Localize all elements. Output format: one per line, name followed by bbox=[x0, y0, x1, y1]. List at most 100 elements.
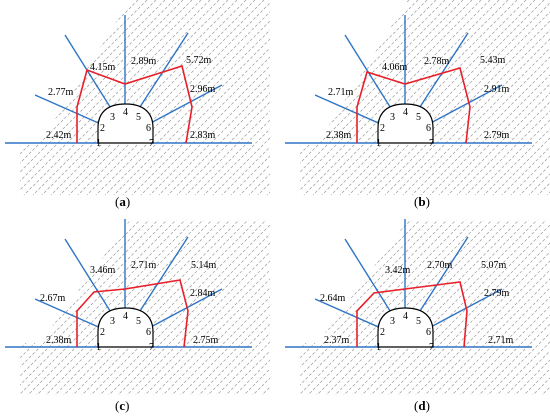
bolt-number-4: 4 bbox=[403, 311, 408, 322]
hatch-line bbox=[144, 220, 270, 395]
hatch-line bbox=[36, 0, 238, 195]
hatch-line bbox=[469, 220, 550, 395]
hatch-line bbox=[0, 204, 12, 404]
hatch-line bbox=[487, 220, 550, 395]
hatch-line bbox=[207, 220, 270, 395]
hatch-line bbox=[29, 0, 229, 200]
hatch-line bbox=[300, 0, 455, 195]
hatch-line bbox=[300, 220, 320, 395]
hatch-line bbox=[505, 0, 550, 195]
hatch-line bbox=[478, 0, 550, 195]
hatch-line bbox=[20, 0, 40, 195]
label-top: 2.89m bbox=[131, 56, 157, 67]
label-right-high: 5.14m bbox=[191, 260, 217, 271]
hatch-line bbox=[300, 0, 383, 195]
hatch-line bbox=[300, 0, 419, 195]
hatch-line bbox=[20, 220, 220, 395]
hatch-line bbox=[74, 204, 274, 404]
hatch-line bbox=[20, 220, 49, 395]
hatch-line bbox=[300, 220, 446, 395]
bolt-number-6: 6 bbox=[146, 123, 151, 134]
hatch-line bbox=[261, 220, 270, 395]
hatch-line bbox=[20, 220, 22, 395]
hatch-line bbox=[316, 0, 518, 195]
hatch-line bbox=[20, 220, 121, 395]
hatch-line bbox=[20, 220, 139, 395]
hatch-line bbox=[379, 220, 550, 395]
label-right-low: 2.91m bbox=[484, 84, 510, 95]
label-left-bottom: 2.37m bbox=[324, 335, 350, 346]
hatch-line bbox=[300, 0, 320, 195]
plastic-zone-boundary bbox=[76, 279, 189, 348]
hatch-line bbox=[415, 220, 550, 395]
hatch-line bbox=[20, 220, 76, 395]
hatch-line bbox=[47, 0, 247, 200]
hatch-line bbox=[523, 220, 550, 395]
hatch-line bbox=[352, 0, 550, 195]
hatch-line bbox=[300, 0, 464, 195]
hatch-line bbox=[300, 220, 419, 395]
hatch-line bbox=[20, 0, 58, 195]
hatch-line bbox=[234, 0, 270, 195]
plastic-zone-boundary bbox=[356, 281, 468, 348]
hatch-line bbox=[352, 220, 550, 395]
hatch-line bbox=[433, 220, 550, 395]
hatch-line bbox=[153, 0, 270, 195]
hatch-line bbox=[20, 0, 22, 195]
hatch-line bbox=[307, 204, 507, 404]
hatch-line bbox=[289, 204, 489, 404]
bolt-number-1: 1 bbox=[96, 342, 101, 353]
hatch-line bbox=[20, 220, 193, 395]
hatch-line bbox=[20, 220, 40, 395]
hatch-line bbox=[20, 204, 220, 404]
label-left-mid: 2.77m bbox=[48, 87, 74, 98]
hatch-line bbox=[126, 220, 270, 395]
label-left-bottom: 2.38m bbox=[46, 335, 72, 346]
hatch-line bbox=[20, 220, 58, 395]
hatch-line bbox=[370, 0, 550, 195]
bolt-line-3 bbox=[64, 34, 113, 111]
hatch-line bbox=[300, 220, 374, 395]
hatch-line bbox=[47, 204, 247, 404]
label-left-bottom: 2.42m bbox=[46, 130, 72, 141]
hatch-line bbox=[20, 220, 175, 395]
hatch-line bbox=[20, 220, 157, 395]
hatch-line bbox=[180, 0, 270, 195]
hatch-line bbox=[442, 0, 550, 195]
hatch-line bbox=[478, 220, 550, 395]
tunnel-outline bbox=[97, 103, 154, 144]
hatch-line bbox=[300, 0, 392, 195]
hatch-line bbox=[83, 0, 283, 200]
label-right-bottom: 2.79m bbox=[484, 130, 510, 141]
bolt-line-6 bbox=[426, 288, 503, 330]
hatch-line bbox=[117, 0, 270, 195]
bolt-line-2 bbox=[34, 94, 104, 126]
bolt-number-3: 3 bbox=[110, 316, 115, 327]
bolt-number-1: 1 bbox=[376, 138, 381, 149]
hatch-line bbox=[300, 0, 482, 195]
bolt-number-3: 3 bbox=[110, 112, 115, 123]
hatch-line bbox=[334, 220, 536, 395]
hatch-line bbox=[0, 204, 3, 404]
hatch-line bbox=[207, 0, 270, 195]
hatch-line bbox=[300, 220, 311, 395]
hatch-line bbox=[38, 204, 238, 404]
label-right-bottom: 2.83m bbox=[190, 130, 216, 141]
hatch-line bbox=[29, 204, 229, 404]
hatch-line bbox=[300, 220, 482, 395]
plastic-zone-boundary bbox=[356, 67, 471, 144]
hatch-line bbox=[225, 0, 270, 195]
tunnel-outline bbox=[97, 307, 154, 348]
bolt-number-3: 3 bbox=[390, 316, 395, 327]
hatch-line bbox=[189, 220, 270, 395]
bolt-lines bbox=[285, 219, 532, 348]
caption: (b) bbox=[414, 194, 430, 209]
hatch-line bbox=[83, 204, 283, 404]
bolt-number-2: 2 bbox=[380, 327, 385, 338]
hatch-line bbox=[406, 220, 550, 395]
hatch-line bbox=[424, 220, 550, 395]
label-left-mid: 2.67m bbox=[40, 293, 66, 304]
